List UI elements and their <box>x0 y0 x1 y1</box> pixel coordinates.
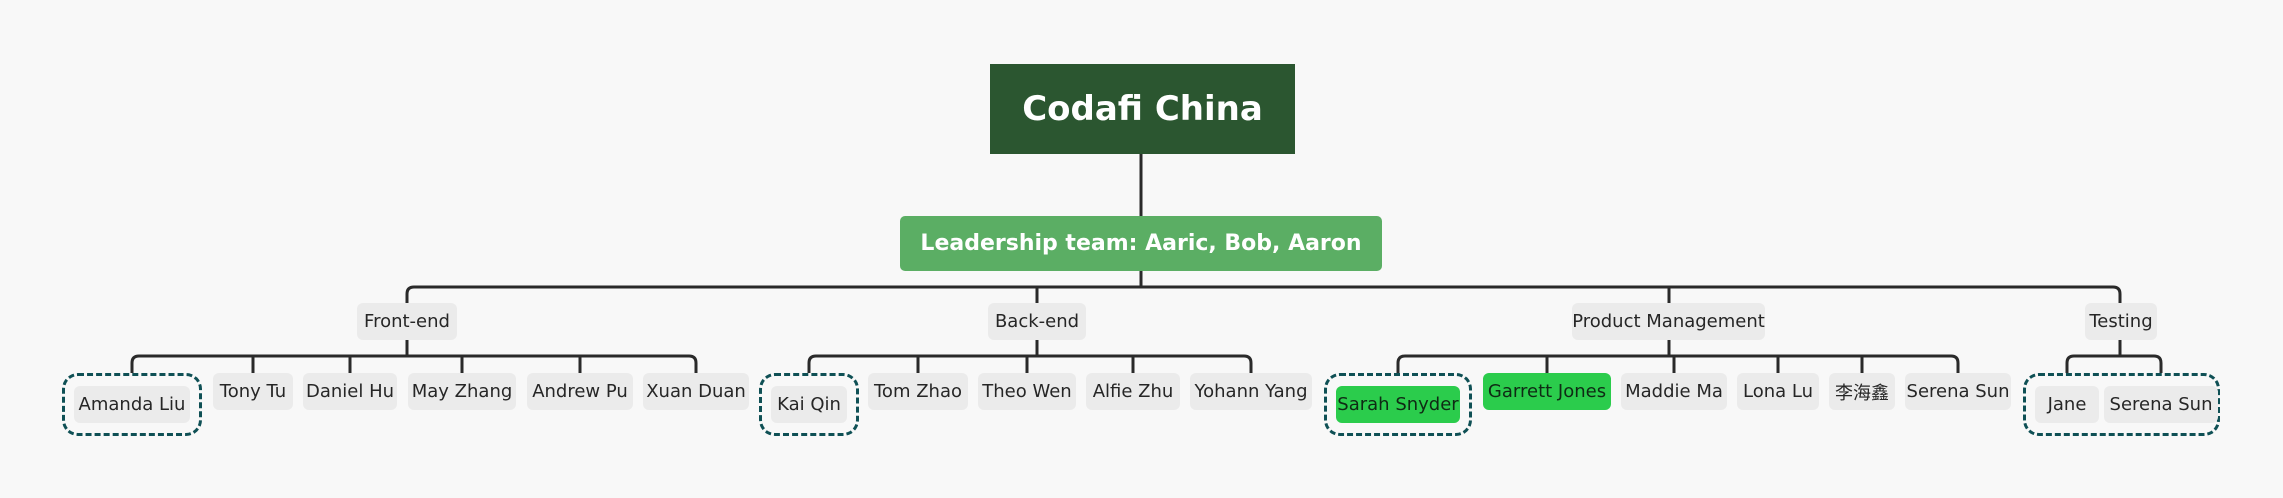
member-alfie-zhu[interactable]: Alfie Zhu <box>1086 373 1180 410</box>
member-kai-qin[interactable]: Kai Qin <box>771 386 847 423</box>
group-boundary-testing <box>2023 373 2220 436</box>
connector-line-2 <box>405 285 2122 303</box>
member-theo-wen[interactable]: Theo Wen <box>978 373 1076 410</box>
member-jane[interactable]: Jane <box>2035 386 2099 423</box>
member-tony-tu[interactable]: Tony Tu <box>213 373 293 410</box>
member-tom-zhao[interactable]: Tom Zhao <box>868 373 968 410</box>
member-serena-sun-testing[interactable]: Serena Sun <box>2104 386 2218 423</box>
connector-line-23 <box>2065 354 2163 373</box>
connector-line-12 <box>807 354 1253 373</box>
member-daniel-hu[interactable]: Daniel Hu <box>303 373 397 410</box>
member-li-haixin[interactable]: 李海鑫 <box>1829 373 1895 410</box>
department-back-end[interactable]: Back-end <box>988 303 1086 340</box>
member-andrew-pu[interactable]: Andrew Pu <box>527 373 633 410</box>
group-boundary-product-management <box>1324 373 1472 436</box>
member-garrett-jones[interactable]: Garrett Jones <box>1483 373 1611 410</box>
member-serena-sun[interactable]: Serena Sun <box>1905 373 2011 410</box>
member-maddie-ma[interactable]: Maddie Ma <box>1621 373 1727 410</box>
department-testing[interactable]: Testing <box>2085 303 2157 340</box>
leadership-node[interactable]: Leadership team: Aaric, Bob, Aaron <box>900 216 1382 271</box>
member-amanda-liu[interactable]: Amanda Liu <box>74 386 190 423</box>
member-sarah-snyder[interactable]: Sarah Snyder <box>1336 386 1460 423</box>
department-front-end[interactable]: Front-end <box>357 303 457 340</box>
member-yohann-yang[interactable]: Yohann Yang <box>1190 373 1312 410</box>
member-may-zhang[interactable]: May Zhang <box>408 373 516 410</box>
member-xuan-duan[interactable]: Xuan Duan <box>643 373 749 410</box>
member-lona-lu[interactable]: Lona Lu <box>1737 373 1819 410</box>
root-node[interactable]: Codafi China <box>990 64 1295 154</box>
connector-line-17 <box>1396 354 1960 373</box>
department-product-management[interactable]: Product Management <box>1572 303 1765 340</box>
group-boundary-front-end <box>62 373 202 436</box>
connector-line-6 <box>130 354 698 373</box>
group-boundary-back-end <box>759 373 859 436</box>
